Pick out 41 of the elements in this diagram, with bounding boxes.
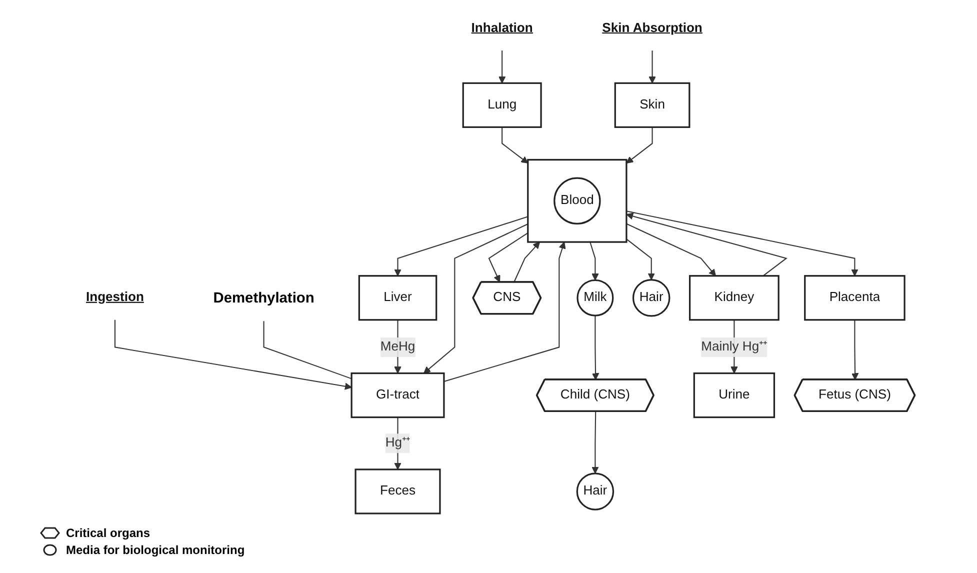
node-text: Demethylation [214,289,315,306]
node-text: Inhalation [472,21,534,36]
node-box: Feces [355,468,442,514]
arrow [626,212,788,276]
arrow [488,232,528,282]
node-circle: Hair [632,278,671,317]
arrow [498,50,506,84]
node-box: Placenta [804,275,906,321]
arrow [590,242,600,280]
node-box: Urine [694,372,776,418]
node-box: Kidney [689,275,780,321]
arrow [626,238,656,280]
node-box: GI-tract [351,372,446,418]
arrow [444,242,566,382]
node-box: Skin [614,82,691,128]
edge-label: MeHg [380,340,416,354]
arrow [626,127,654,164]
arrow [592,316,600,380]
arrow [502,127,529,164]
legend-text: Critical organs [66,526,150,540]
arrow [626,223,716,276]
edge-label: Hg⁺⁺ [386,436,410,450]
edge-label: Mainly Hg⁺⁺ [701,340,768,354]
node-circle: Hair [576,472,614,510]
node-text: Skin Absorption [602,21,703,36]
connector [264,321,352,380]
legend-text: Media for biological monitoring [66,543,245,557]
node-box: Lung [462,82,542,128]
node-box: Liver [358,275,438,321]
arrow [424,224,528,374]
node-circle: Blood [554,177,602,224]
arrow [852,320,859,380]
arrow [394,216,528,276]
arrow [514,242,540,282]
arrow [649,50,656,84]
cluster [527,158,628,243]
node-circle: Milk [577,279,614,316]
arrow [114,320,352,390]
node-text: Ingestion [86,290,144,304]
arrow [592,412,600,474]
arrow [626,210,859,276]
